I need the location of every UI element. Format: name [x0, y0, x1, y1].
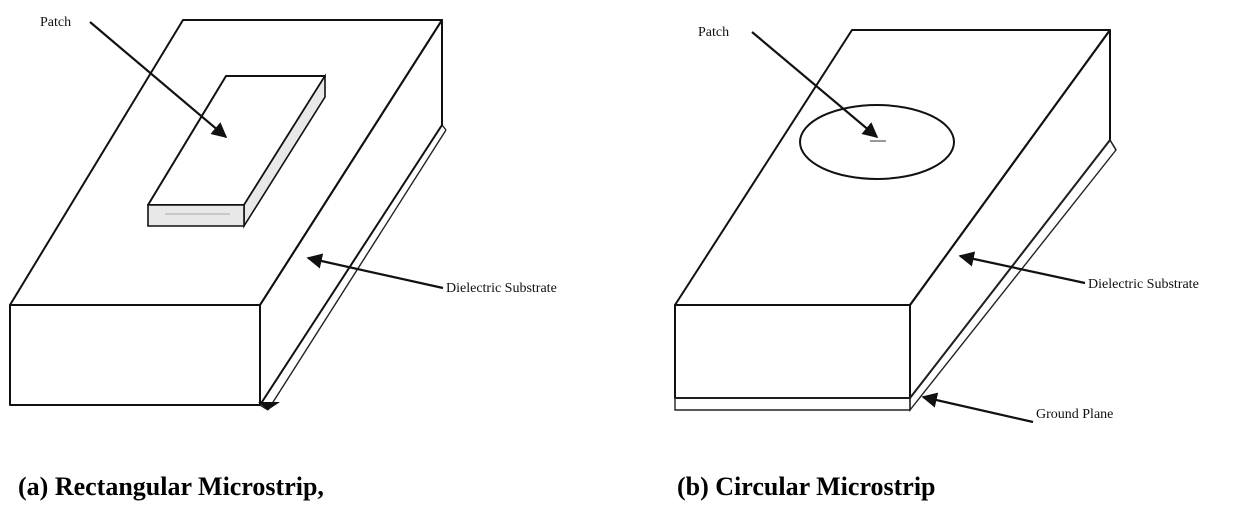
substrate-label-b: Dielectric Substrate	[1088, 277, 1199, 292]
panel-b-circular: Patch Dielectric Substrate Ground Plane …	[674, 25, 1199, 501]
ground-plane-label-b: Ground Plane	[1036, 407, 1113, 422]
ground-plane-arrow-b	[921, 392, 1034, 424]
rectangular-patch	[147, 73, 326, 229]
patch-arrow-a	[89, 21, 228, 138]
substrate-block-b	[674, 29, 1111, 399]
substrate-arrow-a	[306, 253, 444, 290]
caption-b: (b) Circular Microstrip	[677, 472, 936, 501]
caption-a: (a) Rectangular Microstrip,	[18, 472, 324, 501]
ground-plane-b	[674, 138, 1117, 413]
substrate-arrow-b	[958, 251, 1086, 285]
patch-arrow-b	[751, 31, 879, 138]
patch-label-b: Patch	[698, 25, 729, 40]
substrate-label-a: Dielectric Substrate	[446, 281, 557, 296]
patch-label-a: Patch	[40, 15, 71, 30]
panel-a-rectangular: Patch Dielectric Substrate (a) Rectangul…	[9, 15, 557, 501]
circular-patch	[799, 104, 955, 180]
